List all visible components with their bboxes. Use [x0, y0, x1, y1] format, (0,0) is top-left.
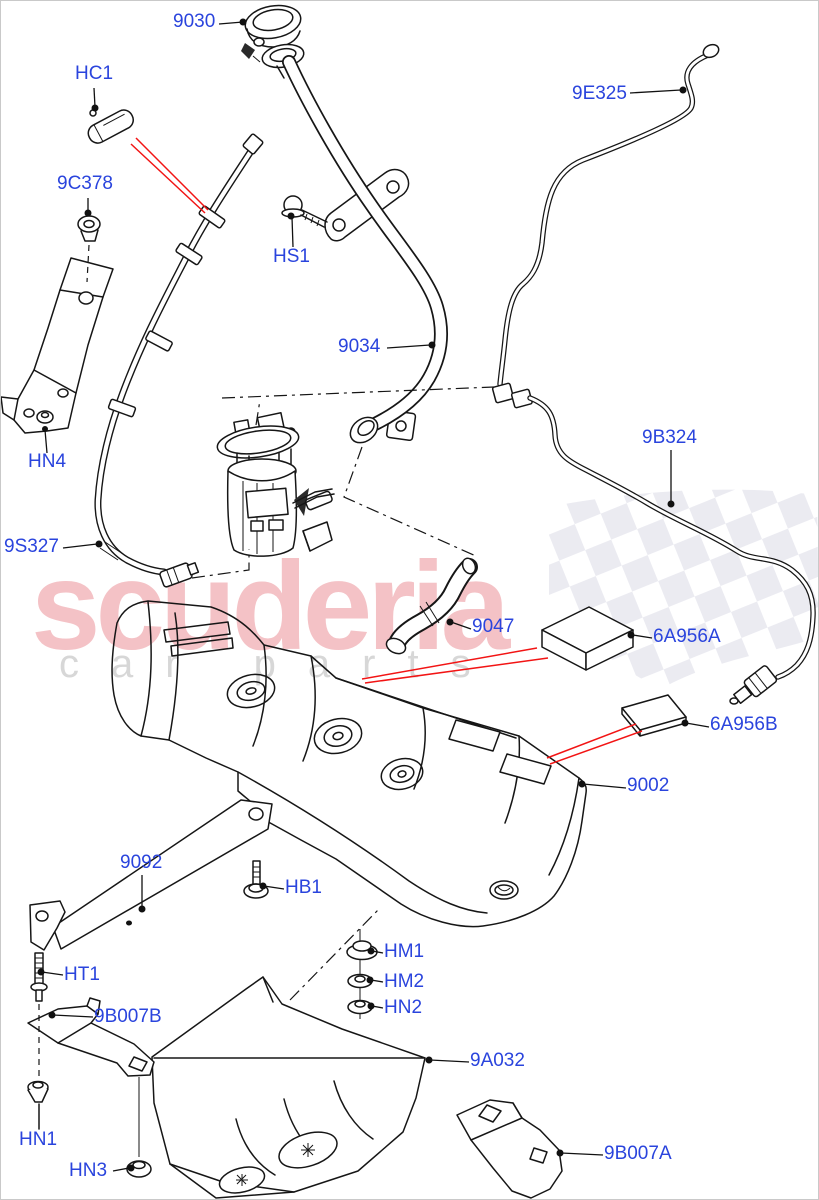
heat-shield-main-drawing	[151, 976, 426, 1199]
tank-label-patch	[499, 753, 552, 785]
part-label-9b324[interactable]: 9B324	[642, 427, 697, 448]
bolt-hb1-drawing	[243, 860, 269, 899]
bolt-hs1-drawing	[281, 195, 328, 228]
grommet-9c378-drawing	[77, 215, 101, 283]
nut-hn4-drawing	[36, 410, 54, 424]
part-label-hm2[interactable]: HM2	[384, 971, 425, 992]
part-label-9s327[interactable]: 9S327	[4, 536, 59, 557]
clip-hc1-drawing	[87, 109, 134, 144]
part-label-9002[interactable]: 9002	[627, 775, 670, 796]
tank-strap-drawing	[29, 799, 273, 951]
nut-hn3-drawing	[126, 1077, 152, 1178]
part-label-hm1[interactable]: HM1	[384, 941, 425, 962]
red-pointer-lines	[130, 137, 643, 765]
part-label-hn3[interactable]: HN3	[69, 1160, 108, 1181]
part-label-hn4[interactable]: HN4	[28, 451, 67, 472]
filler-tube-drawing	[282, 55, 448, 444]
stud-ht1-drawing	[30, 952, 48, 1078]
pump-lock-ring	[313, 717, 363, 755]
fuel-tank-drawing	[111, 600, 587, 928]
part-label-9b007a[interactable]: 9B007A	[604, 1143, 672, 1164]
part-label-hn1[interactable]: HN1	[19, 1129, 58, 1150]
fuel-pump-module-drawing	[216, 411, 335, 557]
part-label-9c378[interactable]: 9C378	[57, 173, 113, 194]
hose-connector	[159, 562, 200, 588]
fuel-line-9e325-drawing	[491, 43, 720, 409]
part-label-hc1[interactable]: HC1	[75, 63, 114, 84]
part-label-hb1[interactable]: HB1	[285, 877, 322, 898]
part-label-9030[interactable]: 9030	[173, 11, 216, 32]
vent-pipe-drawing	[94, 133, 264, 588]
heat-shield-left-drawing	[27, 997, 155, 1077]
part-label-9047[interactable]: 9047	[472, 616, 515, 637]
part-label-9b007b[interactable]: 9B007B	[94, 1006, 162, 1027]
part-label-6a956a[interactable]: 6A956A	[653, 626, 721, 647]
pad-6a956a-drawing	[541, 606, 634, 671]
pump-lock-ring	[226, 673, 276, 709]
sender-lock-ring	[380, 757, 424, 791]
mount-bracket-drawing	[1, 257, 114, 434]
part-label-hn2[interactable]: HN2	[384, 997, 423, 1018]
fuel-line-9b324-drawing	[527, 395, 816, 705]
part-label-9034[interactable]: 9034	[338, 336, 381, 357]
part-label-9a032[interactable]: 9A032	[470, 1050, 525, 1071]
part-label-ht1[interactable]: HT1	[64, 964, 100, 985]
washer-stack-drawing	[289, 909, 379, 1019]
part-label-6a956b[interactable]: 6A956B	[710, 714, 778, 735]
watermark: scuderia car parts	[31, 489, 818, 689]
filler-hose-drawing	[385, 557, 478, 655]
part-label-9e325[interactable]: 9E325	[572, 83, 627, 104]
leader-lines	[37, 18, 710, 1172]
construction-lines	[191, 386, 495, 579]
tank-drain-cap	[489, 880, 519, 900]
part-label-hs1[interactable]: HS1	[273, 246, 310, 267]
tank-label-patch	[448, 719, 501, 752]
part-label-9092[interactable]: 9092	[120, 852, 163, 873]
pad-6a956b-drawing	[621, 694, 687, 737]
nut-hn1-drawing	[27, 1080, 49, 1130]
heat-shield-right-drawing	[456, 1099, 563, 1199]
